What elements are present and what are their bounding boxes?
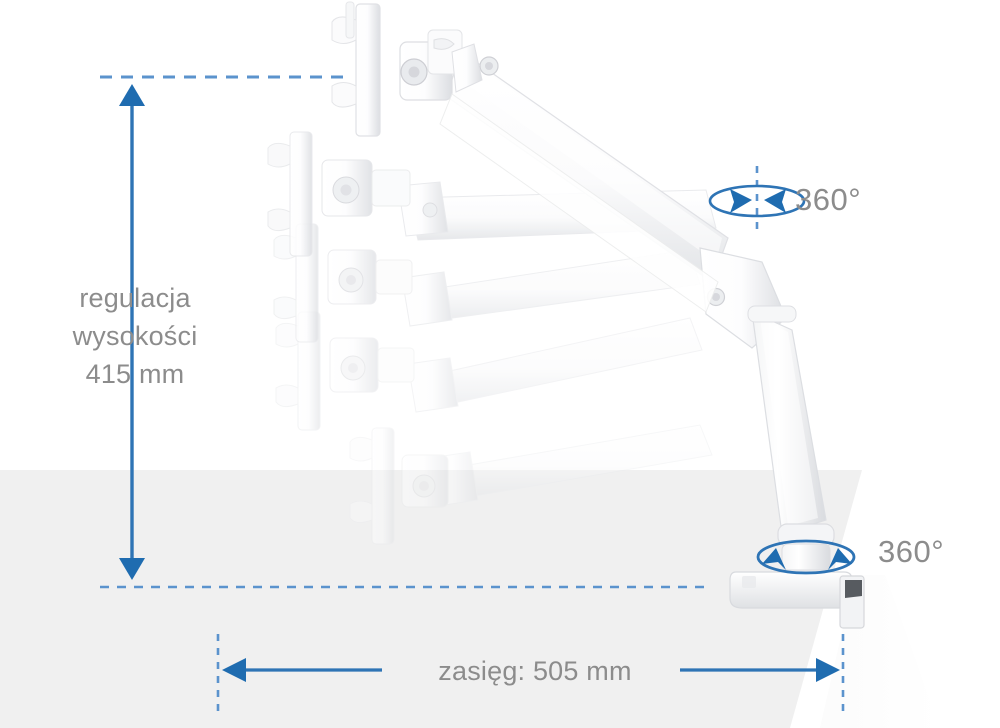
rotation-lower-label: 360°: [878, 534, 945, 569]
rotation-upper-label: 360°: [795, 182, 862, 217]
reach-label: zasięg: 505 mm: [438, 656, 632, 686]
arm-ghost-position-5: [349, 424, 713, 545]
height-adjustment-label: regulacja wysokości 415 mm: [72, 283, 198, 389]
arm-ghost-position-3: [273, 223, 701, 343]
arm-ghost-position-4: [275, 311, 703, 431]
arm-primary-position: [331, 1, 865, 629]
